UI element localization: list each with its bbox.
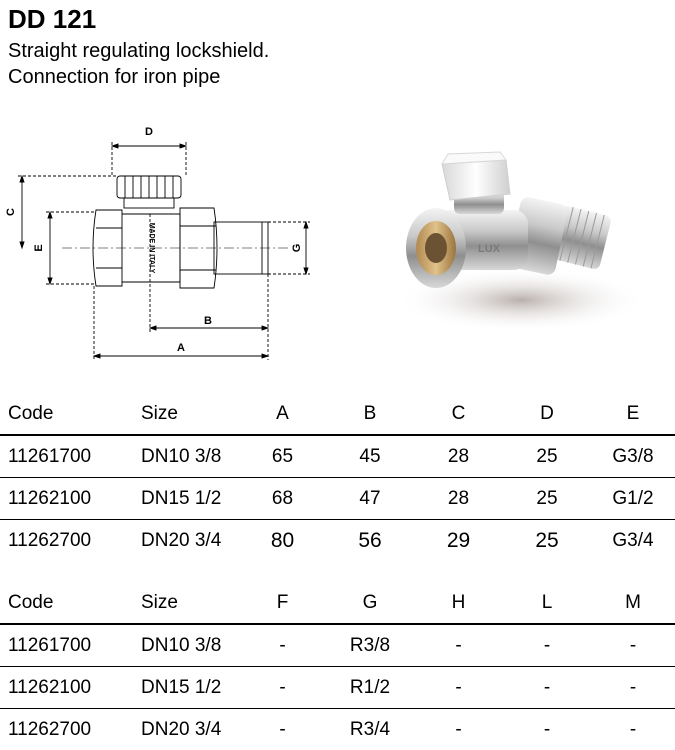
- size-cell: DN20 3/4: [133, 709, 239, 750]
- dim-g-cell: R1/2: [326, 667, 414, 709]
- dimensions-table: Code Size A B C D E 11261700 DN10 3/8 65…: [0, 393, 675, 561]
- dim-label-b: B: [204, 315, 212, 327]
- dim-m-cell: -: [591, 624, 675, 667]
- dim-b-cell: 56: [326, 520, 414, 562]
- dim-l-cell: -: [503, 624, 591, 667]
- column-header-f: F: [239, 582, 326, 624]
- product-title: DD 121: [8, 4, 96, 35]
- product-description: Straight regulating lockshield.: [8, 40, 269, 63]
- dim-l-cell: -: [503, 709, 591, 750]
- column-header-a: A: [239, 393, 326, 435]
- dim-label-d: D: [145, 126, 153, 138]
- code-cell: 11262100: [0, 667, 133, 709]
- code-cell: 11262700: [0, 520, 133, 562]
- dim-g-cell: R3/4: [326, 709, 414, 750]
- column-header-c: C: [414, 393, 503, 435]
- code-cell: 11262700: [0, 709, 133, 750]
- table-row: 11262700 DN20 3/4 - R3/4 - - -: [0, 709, 675, 750]
- table-row: 11261700 DN10 3/8 - R3/8 - - -: [0, 624, 675, 667]
- dim-d-cell: 25: [503, 435, 591, 478]
- dim-e-cell: G3/4: [591, 520, 675, 562]
- code-cell: 11262100: [0, 478, 133, 520]
- table-row: 11262100 DN15 1/2 - R1/2 - - -: [0, 667, 675, 709]
- dimensions-table-2: Code Size F G H L M 11261700 DN10 3/8 - …: [0, 582, 675, 750]
- dim-label-a: A: [177, 342, 185, 354]
- dim-h-cell: -: [414, 667, 503, 709]
- dim-a-cell: 68: [239, 478, 326, 520]
- dim-label-g: G: [291, 244, 303, 253]
- column-header-g: G: [326, 582, 414, 624]
- dim-m-cell: -: [591, 667, 675, 709]
- column-header-e: E: [591, 393, 675, 435]
- dim-f-cell: -: [239, 624, 326, 667]
- dim-b-cell: 47: [326, 478, 414, 520]
- dim-g-cell: R3/8: [326, 624, 414, 667]
- column-header-m: M: [591, 582, 675, 624]
- dim-e-cell: G1/2: [591, 478, 675, 520]
- dim-l-cell: -: [503, 667, 591, 709]
- column-header-d: D: [503, 393, 591, 435]
- dim-c-cell: 29: [414, 520, 503, 562]
- dim-e-cell: G3/8: [591, 435, 675, 478]
- dim-label-c: C: [5, 208, 17, 216]
- dim-d-cell: 25: [503, 478, 591, 520]
- table-header-row: Code Size F G H L M: [0, 582, 675, 624]
- size-cell: DN15 1/2: [133, 667, 239, 709]
- table-row: 11261700 DN10 3/8 65 45 28 25 G3/8: [0, 435, 675, 478]
- dim-h-cell: -: [414, 709, 503, 750]
- size-cell: DN15 1/2: [133, 478, 239, 520]
- table-row: 11262700 DN20 3/4 80 56 29 25 G3/4: [0, 520, 675, 562]
- dim-m-cell: -: [591, 709, 675, 750]
- table-row: 11262100 DN15 1/2 68 47 28 25 G1/2: [0, 478, 675, 520]
- product-photo: LUX: [396, 150, 646, 335]
- dim-d-cell: 25: [503, 520, 591, 562]
- dim-b-cell: 45: [326, 435, 414, 478]
- code-cell: 11261700: [0, 624, 133, 667]
- code-cell: 11261700: [0, 435, 133, 478]
- dim-a-cell: 80: [239, 520, 326, 562]
- table-header-row: Code Size A B C D E: [0, 393, 675, 435]
- dim-a-cell: 65: [239, 435, 326, 478]
- made-in-italy-marking: MADE IN ITALY: [148, 223, 155, 274]
- column-header-b: B: [326, 393, 414, 435]
- dim-h-cell: -: [414, 624, 503, 667]
- column-header-size: Size: [133, 393, 239, 435]
- dim-label-e: E: [33, 244, 45, 251]
- size-cell: DN10 3/8: [133, 624, 239, 667]
- product-connection-note: Connection for iron pipe: [8, 66, 220, 89]
- dim-f-cell: -: [239, 709, 326, 750]
- dim-c-cell: 28: [414, 478, 503, 520]
- column-header-h: H: [414, 582, 503, 624]
- dim-c-cell: 28: [414, 435, 503, 478]
- column-header-size: Size: [133, 582, 239, 624]
- size-cell: DN10 3/8: [133, 435, 239, 478]
- column-header-code: Code: [0, 582, 133, 624]
- column-header-code: Code: [0, 393, 133, 435]
- technical-drawing: D C E G B A MADE IN ITALY: [0, 118, 330, 368]
- column-header-l: L: [503, 582, 591, 624]
- size-cell: DN20 3/4: [133, 520, 239, 562]
- lux-brand-marking: LUX: [478, 243, 501, 255]
- dim-f-cell: -: [239, 667, 326, 709]
